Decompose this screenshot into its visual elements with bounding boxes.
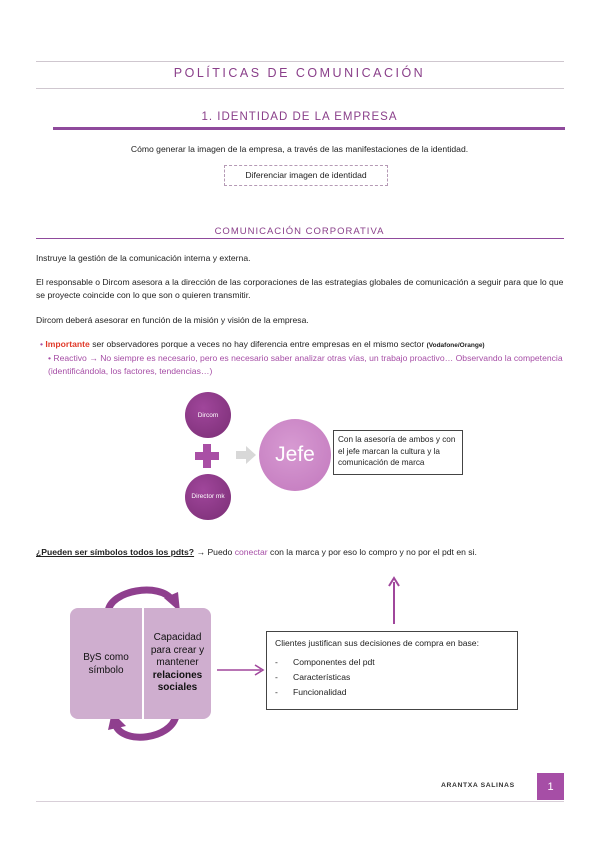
section1-heading: 1. IDENTIDAD DE LA EMPRESA — [201, 111, 398, 123]
bullet-important-label: Importante — [45, 339, 90, 349]
page-title: POLÍTICAS DE COMUNICACIÓN — [173, 66, 426, 80]
jefe-note-box: Con la asesoría de ambos y con el jefe m… — [333, 430, 463, 475]
question-bold: ¿Pueden ser símbolos todos los pdts? — [36, 547, 195, 557]
question-after: con la marca y por eso lo compro y no po… — [267, 547, 477, 557]
arrow-right-icon — [217, 664, 265, 676]
arrow-right-icon: → — [194, 547, 208, 557]
question-before: Puedo — [207, 547, 235, 557]
question-highlight: conectar — [234, 547, 268, 557]
arrow-right-icon — [236, 446, 256, 464]
box-capacidad-label: Capacidad para crear y mantener — [150, 632, 205, 669]
page-number: 1 — [537, 773, 564, 800]
bullet-important-text: ser observadores porque a veces no hay d… — [89, 339, 427, 349]
paragraph-1: Instruye la gestión de la comunicación i… — [36, 253, 251, 263]
circle-jefe: Jefe — [259, 419, 331, 491]
arrow-up-icon — [388, 576, 400, 624]
box-bys-simbolo: ByS como símbolo — [70, 608, 142, 719]
title-top-rule — [36, 61, 564, 62]
section2-heading-bar — [36, 238, 564, 239]
cycle-arrow-top-icon — [104, 586, 180, 613]
circle-jefe-label: Jefe — [275, 443, 315, 466]
list-item-text: Características — [293, 672, 351, 682]
list-item: -Características — [275, 672, 351, 682]
box-capacidad-content: Capacidad para crear y mantener relacion… — [144, 632, 211, 695]
paragraph-3: Dircom deberá asesorar en función de la … — [36, 315, 309, 325]
title-bottom-rule — [36, 88, 564, 89]
list-item-text: Funcionalidad — [293, 687, 347, 697]
box-capacidad-bold: relaciones sociales — [152, 669, 203, 694]
bullet-important-note: (Vodafone/Orange) — [426, 342, 485, 349]
circle-director-mk-label: Director mk — [191, 493, 225, 500]
list-item: -Componentes del pdt — [275, 657, 375, 667]
question-line: ¿Pueden ser símbolos todos los pdts? → P… — [36, 547, 477, 557]
circle-dircom-label: Dircom — [197, 411, 219, 419]
circle-director-mk: Director mk — [185, 474, 231, 520]
section2-heading: COMUNICACIÓN CORPORATIVA — [214, 226, 385, 237]
clients-title: Clientes justifican sus decisiones de co… — [275, 638, 479, 648]
bullet-reactivo-text: No siempre es necesario, pero es necesar… — [48, 353, 563, 376]
section1-intro: Cómo generar la imagen de la empresa, a … — [130, 144, 469, 154]
section1-heading-bar — [53, 127, 565, 130]
paragraph-2: El responsable o Dircom asesora a la dir… — [36, 277, 564, 300]
bullet-important: • Importante ser observadores porque a v… — [40, 338, 570, 352]
bullet-reactivo: • Reactivo → No siempre es necesario, pe… — [48, 352, 566, 378]
box-bys-simbolo-label: ByS como símbolo — [83, 651, 129, 676]
circle-dircom: Dircom — [185, 392, 231, 438]
identity-box: Diferenciar imagen de identidad — [224, 165, 388, 186]
list-item-text: Componentes del pdt — [293, 657, 375, 667]
bullet-dot-icon: • — [40, 339, 44, 349]
box-capacidad: Capacidad para crear y mantener relacion… — [144, 608, 211, 719]
clients-box: Clientes justifican sus decisiones de co… — [266, 631, 518, 710]
bullet-reactivo-label: Reactivo — [53, 353, 87, 363]
arrow-right-icon: → — [89, 353, 98, 363]
clients-list: -Componentes del pdt -Características -F… — [275, 656, 509, 699]
footer-author: ARANTXA SALINAS — [441, 782, 515, 789]
plus-icon-bar — [195, 452, 219, 460]
bullet-dot-icon: • — [48, 353, 52, 363]
list-item: -Funcionalidad — [275, 687, 347, 697]
footer-rule — [36, 801, 564, 802]
